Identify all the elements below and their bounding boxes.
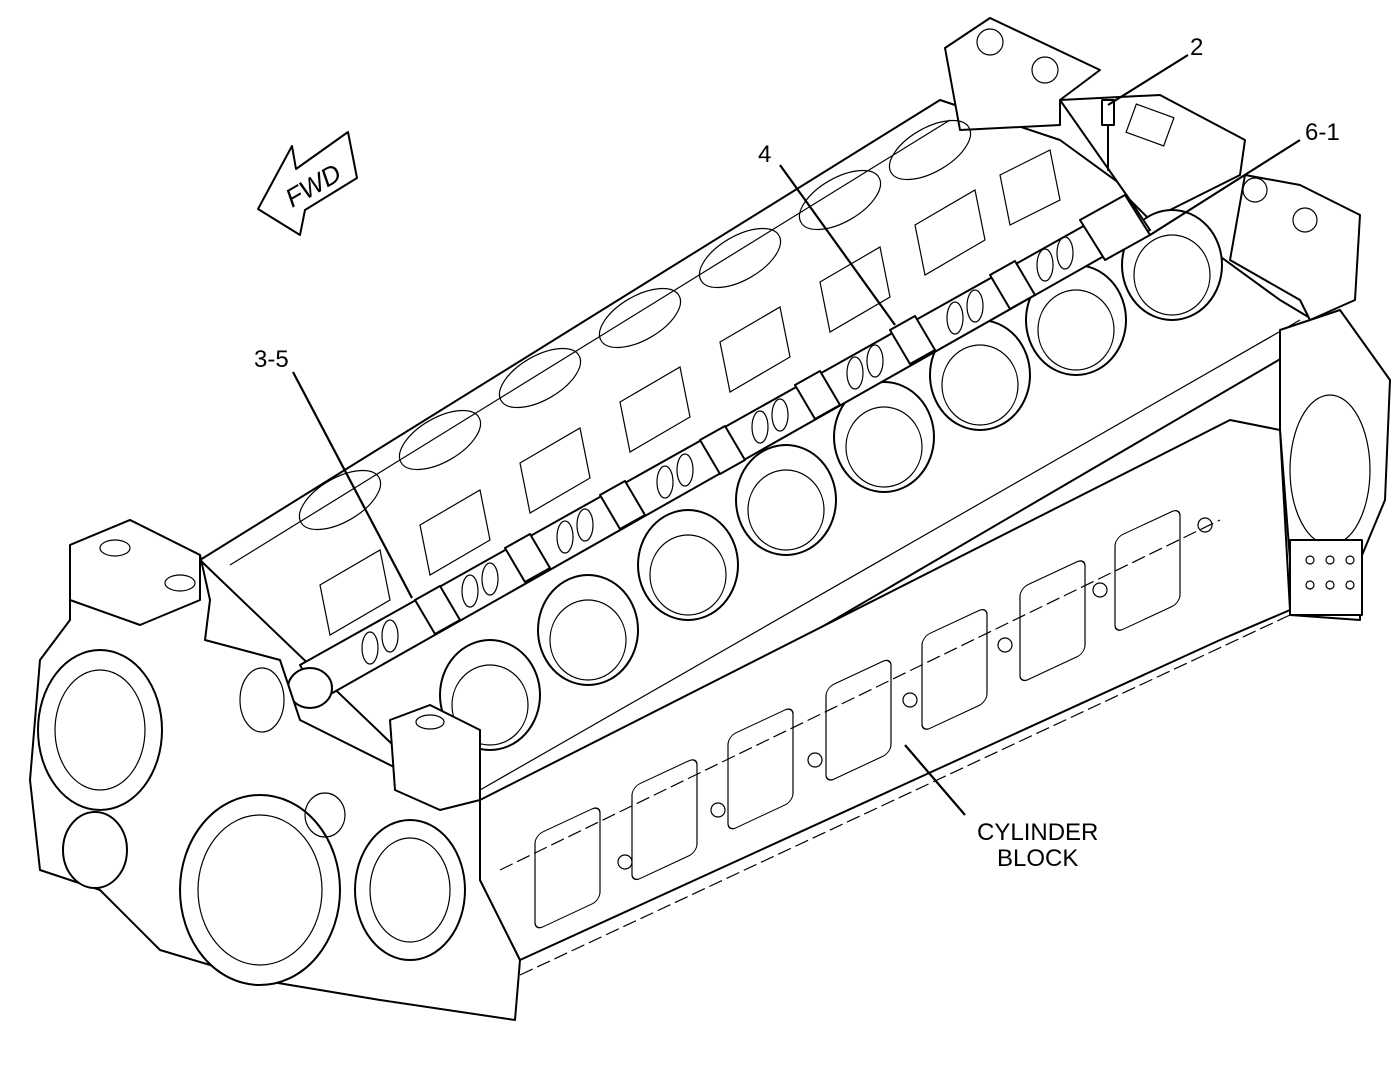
fwd-arrow: FWD bbox=[257, 131, 358, 236]
bore-5 bbox=[833, 381, 935, 493]
bore-4 bbox=[735, 444, 837, 556]
callout-4: 4 bbox=[758, 141, 771, 168]
callout-6-1: 6-1 bbox=[1305, 119, 1340, 146]
bore-6 bbox=[929, 319, 1031, 431]
leader-2 bbox=[1107, 54, 1189, 106]
callout-labels: 2 6-1 4 3-5 CYLINDER BLOCK bbox=[254, 34, 1340, 872]
left-bank-openings bbox=[298, 119, 972, 531]
gear-openings bbox=[37, 649, 466, 986]
bore-3 bbox=[637, 509, 739, 621]
leader-4 bbox=[779, 164, 896, 326]
crankcase-side bbox=[479, 419, 1291, 976]
leader-cylinder-block bbox=[904, 744, 966, 816]
part-2-pin bbox=[1101, 99, 1115, 171]
leader-lines bbox=[292, 54, 1301, 816]
callout-cylinder-block-line2: BLOCK bbox=[997, 845, 1078, 872]
inspection-windows bbox=[534, 509, 1181, 929]
front-housing bbox=[29, 519, 521, 1021]
callout-2: 2 bbox=[1190, 34, 1203, 61]
callout-cylinder-block-line1: CYLINDER bbox=[977, 819, 1098, 846]
camshaft bbox=[287, 194, 1151, 709]
side-bolt-bosses bbox=[617, 517, 1213, 870]
camshaft-journals bbox=[414, 194, 1151, 635]
cylinder-bores bbox=[439, 209, 1223, 751]
camshaft-lobes bbox=[361, 236, 1074, 665]
leader-3-5 bbox=[292, 371, 413, 599]
leader-6-1 bbox=[1149, 139, 1301, 236]
valley-bays bbox=[319, 149, 1061, 636]
bore-2 bbox=[537, 574, 639, 686]
callout-3-5: 3-5 bbox=[254, 346, 289, 373]
